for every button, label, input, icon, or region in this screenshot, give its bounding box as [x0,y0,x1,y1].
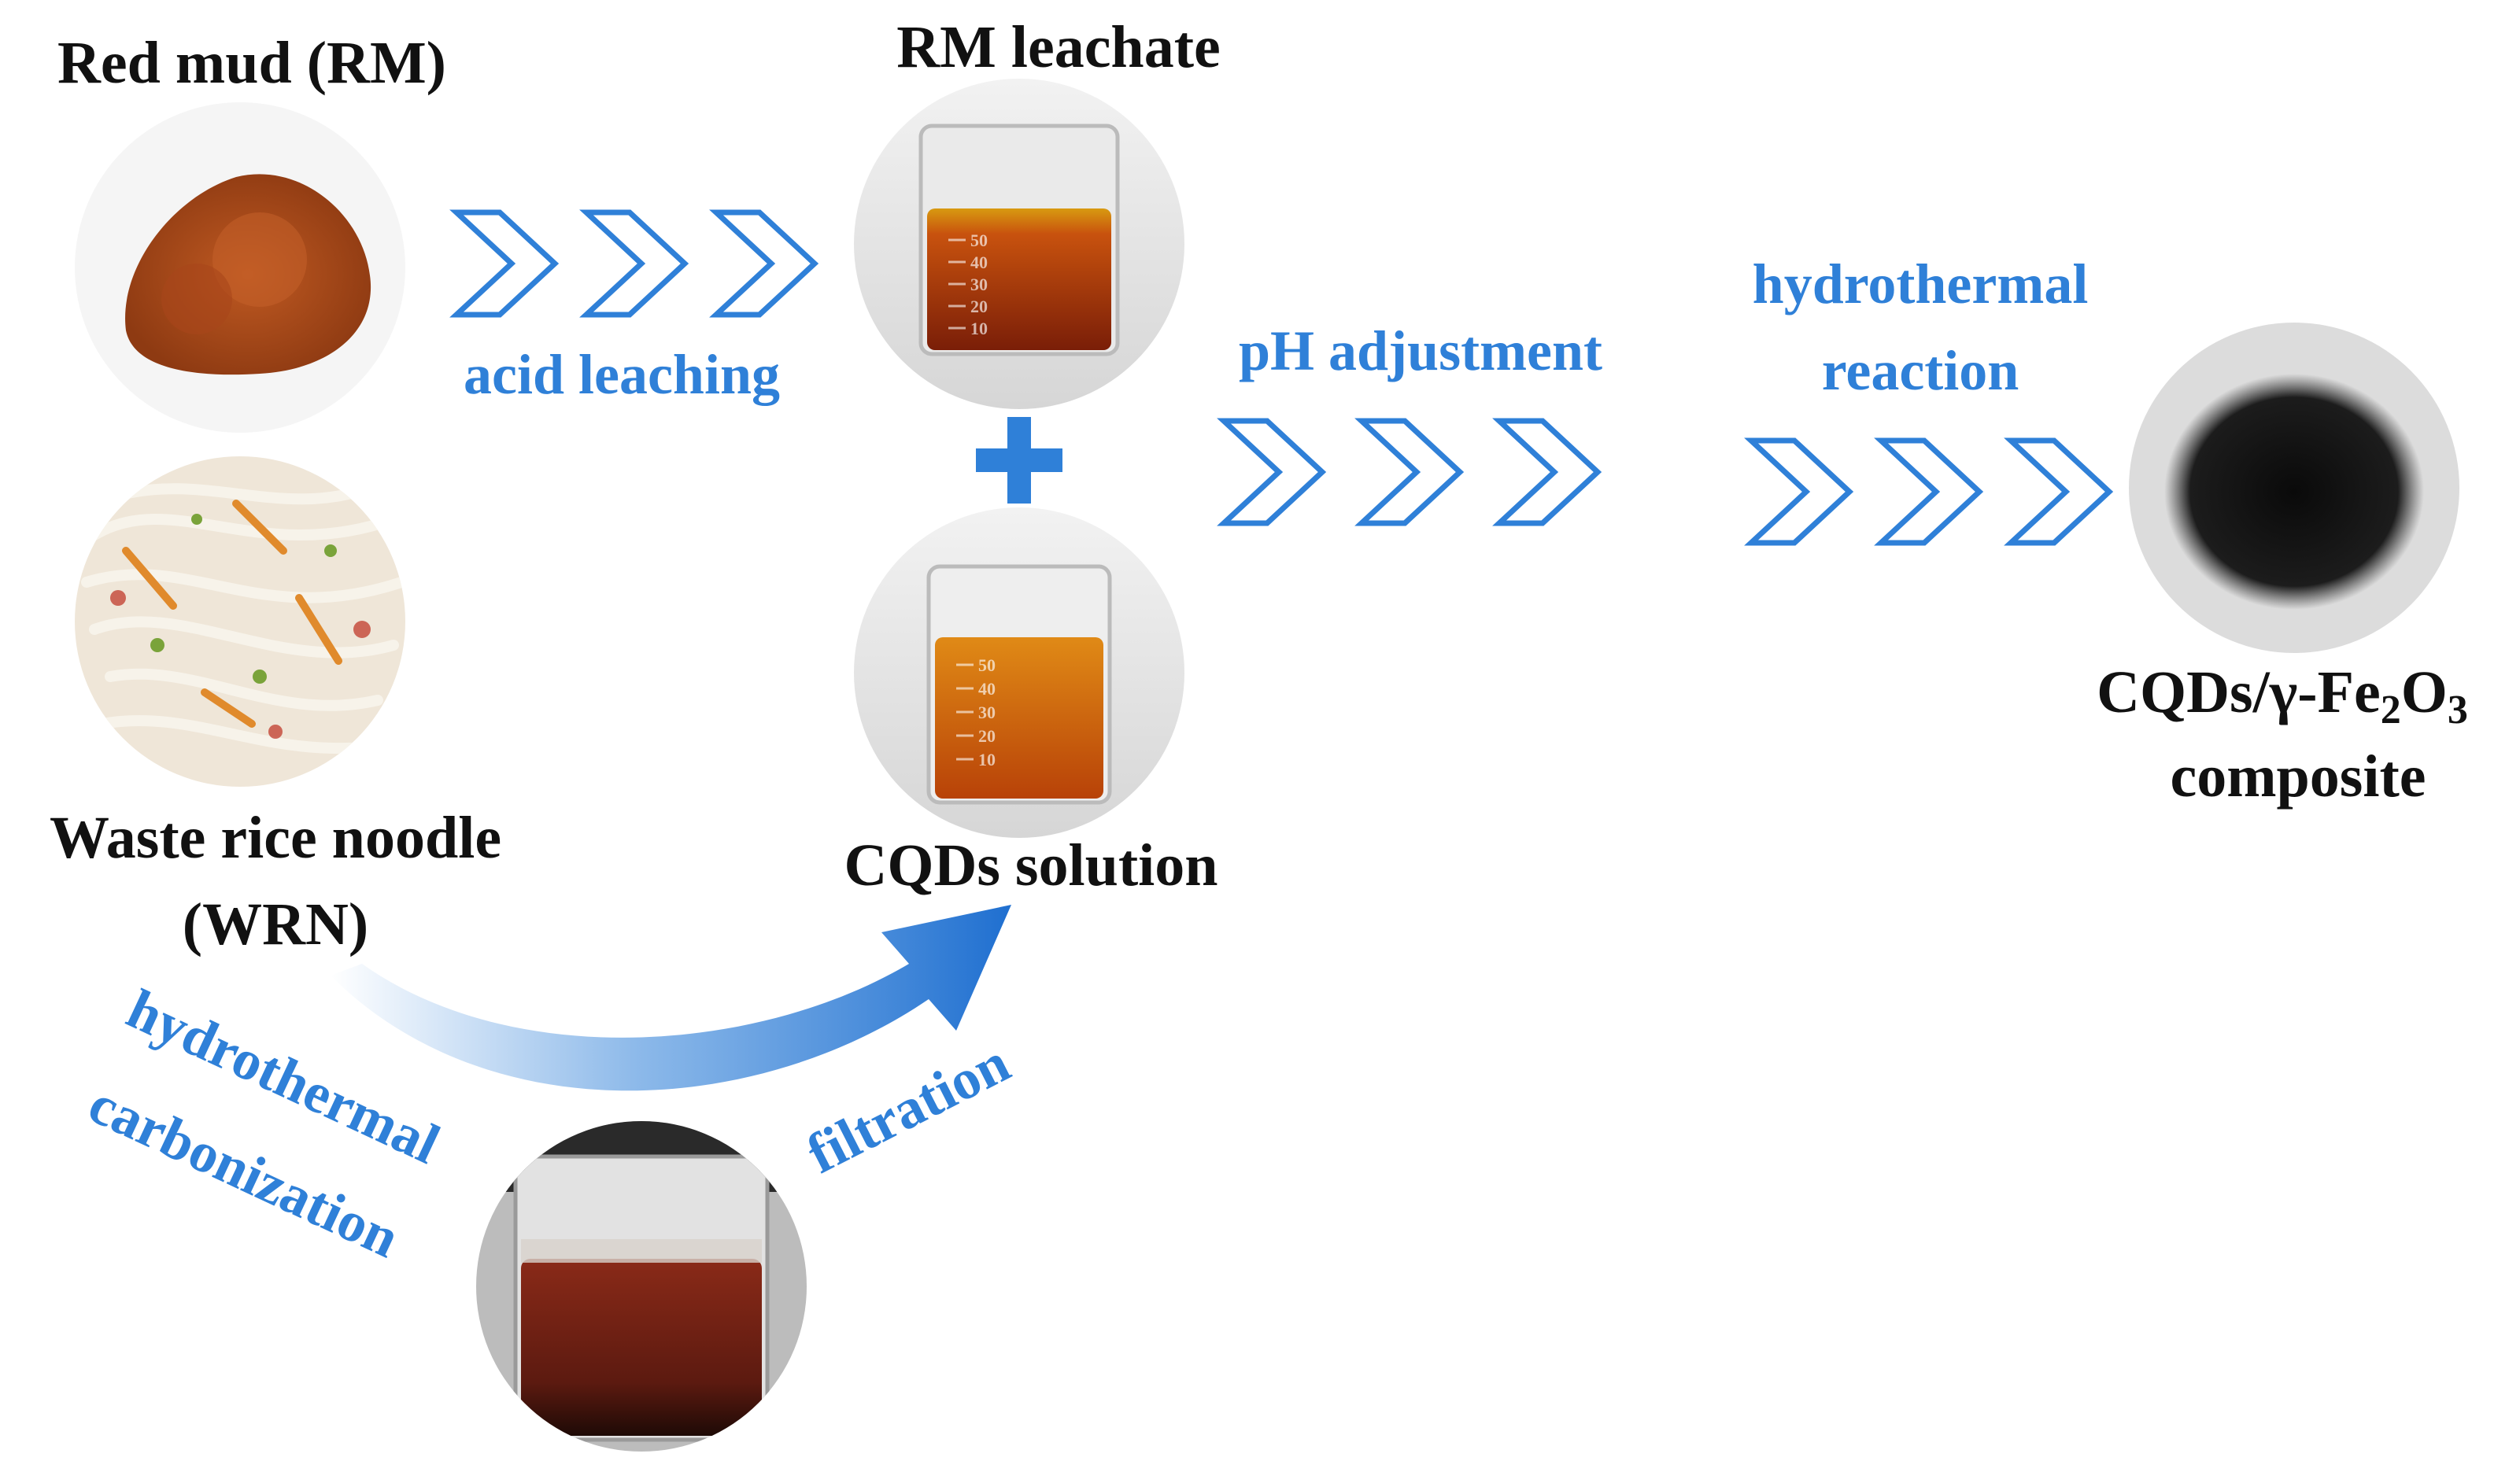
curved-arrow-icon [331,905,1011,1091]
label-waste-rice-noodle: Waste rice noodle [50,805,501,871]
waste-rice-noodle-photo [75,456,405,787]
step-acid-leaching: acid leaching [464,343,780,406]
red-mud-photo [75,102,405,433]
step-hydrothermal-reaction-2: reaction [1822,339,2019,402]
beaker-mark-label: 30 [970,275,988,294]
beaker-mark-label: 30 [978,703,996,722]
beaker-mark-label: 20 [978,726,996,746]
chevron-group-hydrothermal-reaction [1751,441,2109,543]
beaker-marks-leachate: 50 40 30 20 10 [948,231,988,338]
beaker-mark-label: 10 [970,319,988,338]
composite-photo [2129,323,2459,653]
chevron-arrow-icon [1499,421,1598,523]
beaker-mark-label: 50 [978,655,996,675]
formula-part-1: CQDs/γ-Fe [2097,659,2381,725]
formula-part-2: O [2401,659,2448,725]
cqds-solution-photo: 50 40 30 20 10 [854,507,1184,838]
label-wrn: (WRN) [183,891,368,957]
chevron-group-acid-leaching [456,212,815,315]
label-rm-leachate: RM leachate [896,14,1221,80]
chevron-arrow-icon [456,212,555,315]
step-hydrothermal-reaction-1: hydrothermal [1753,253,2089,315]
formula-sub-1: 2 [2381,688,2401,732]
chevron-arrow-icon [1362,421,1460,523]
step-ph-adjustment: pH adjustment [1239,319,1602,382]
chevron-arrow-icon [1881,441,1979,543]
chevron-group-ph-adjustment [1224,421,1598,523]
hydrothermal-carbonization-photo [476,1121,807,1452]
beaker-mark-label: 20 [970,297,988,316]
chevron-arrow-icon [1751,441,1849,543]
chevron-arrow-icon [1224,421,1322,523]
chevron-arrow-icon [586,212,685,315]
beaker-marks-cqds: 50 40 30 20 10 [956,655,996,769]
label-red-mud: Red mud (RM) [57,30,446,96]
beaker-mark-label: 10 [978,750,996,769]
label-cqds-solution: CQDs solution [844,832,1218,898]
chevron-arrow-icon [2011,441,2109,543]
label-composite: composite [2170,743,2426,810]
beaker-mark-label: 40 [970,253,988,272]
chevron-arrow-icon [716,212,815,315]
step-filtration: filtration [797,1031,1019,1186]
formula-sub-2: 3 [2448,688,2468,732]
beaker-mark-label: 50 [970,231,988,250]
label-composite-formula: CQDs/γ-Fe2O3 [2097,659,2468,732]
beaker-mark-label: 40 [978,679,996,699]
rm-leachate-photo: 50 40 30 20 10 [854,79,1184,409]
plus-icon [976,417,1062,504]
